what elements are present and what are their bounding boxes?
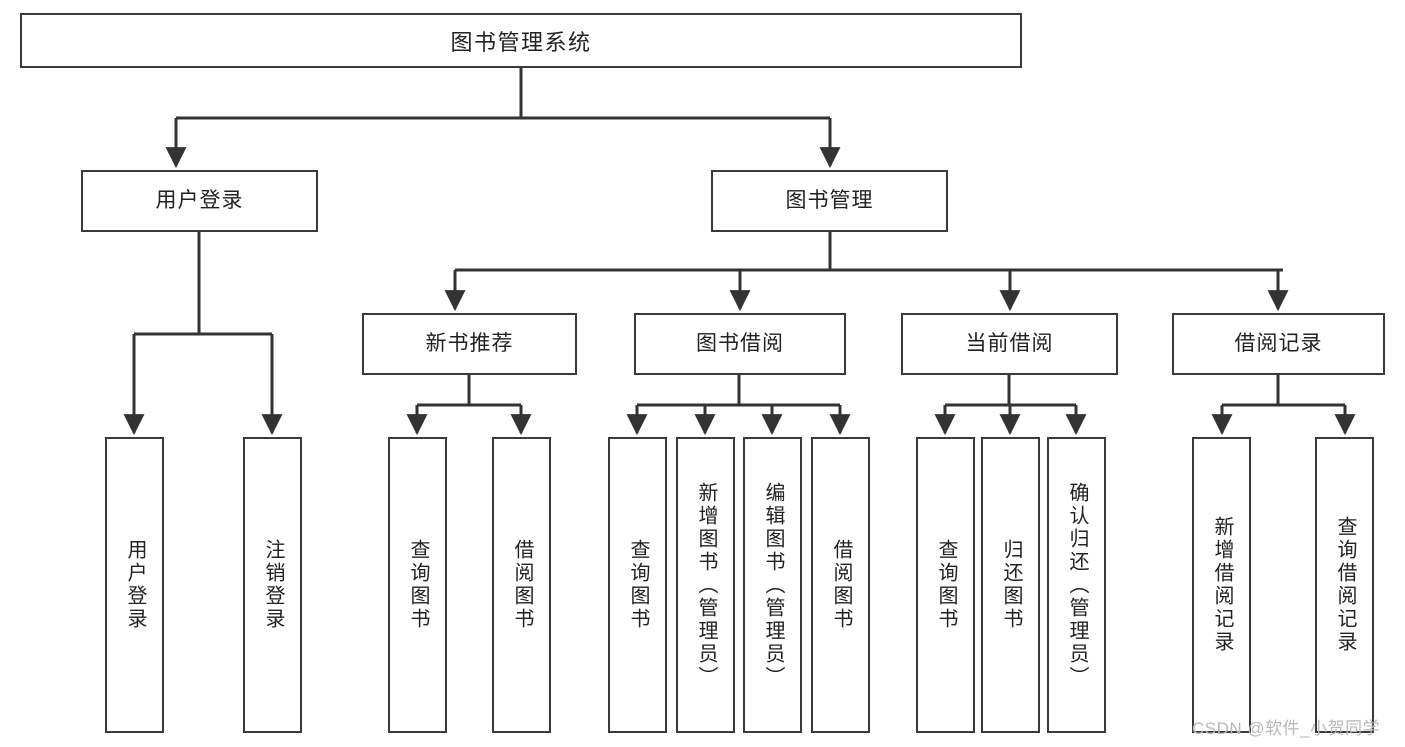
node-borrow-record[interactable]: 借阅记录	[1172, 313, 1385, 375]
node-user-login[interactable]: 用户登录	[81, 170, 318, 232]
leaf-return-book-label: 归还图书	[1000, 539, 1022, 631]
node-book-manage[interactable]: 图书管理	[711, 170, 948, 232]
leaf-query-book-1-label: 查询图书	[407, 539, 429, 631]
node-book-borrow-label: 图书借阅	[696, 332, 784, 356]
leaf-add-record[interactable]: 新增借阅记录	[1192, 437, 1251, 733]
leaf-user-login[interactable]: 用户登录	[105, 437, 164, 733]
node-borrow-record-label: 借阅记录	[1234, 332, 1323, 356]
leaf-user-login-label: 用户登录	[124, 539, 146, 631]
leaf-edit-book[interactable]: 编辑图书（管理员）	[743, 437, 802, 733]
leaf-query-record-label: 查询借阅记录	[1334, 516, 1356, 654]
leaf-query-book-2[interactable]: 查询图书	[608, 437, 667, 733]
leaf-query-book-2-label: 查询图书	[627, 539, 649, 631]
node-new-book-recommend[interactable]: 新书推荐	[362, 313, 577, 375]
leaf-query-book-3-label: 查询图书	[935, 539, 957, 631]
leaf-logout-login-label: 注销登录	[262, 539, 284, 631]
node-book-borrow[interactable]: 图书借阅	[634, 313, 846, 375]
leaf-return-book[interactable]: 归还图书	[981, 437, 1040, 733]
leaf-add-record-label: 新增借阅记录	[1211, 516, 1233, 654]
leaf-borrow-book-2-label: 借阅图书	[830, 539, 852, 631]
leaf-logout-login[interactable]: 注销登录	[243, 437, 302, 733]
node-new-book-recommend-label: 新书推荐	[425, 332, 514, 356]
node-root-label: 图书管理系统	[450, 29, 592, 55]
leaf-add-book-label: 新增图书（管理员）	[695, 481, 717, 689]
leaf-confirm-return[interactable]: 确认归还（管理员）	[1047, 437, 1106, 733]
leaf-query-record[interactable]: 查询借阅记录	[1315, 437, 1374, 733]
leaf-confirm-return-label: 确认归还（管理员）	[1066, 481, 1088, 689]
leaf-borrow-book-2[interactable]: 借阅图书	[811, 437, 870, 733]
node-root-system[interactable]: 图书管理系统	[20, 13, 1022, 68]
leaf-borrow-book-1[interactable]: 借阅图书	[492, 437, 551, 733]
node-book-manage-label: 图书管理	[785, 189, 874, 213]
leaf-query-book-1[interactable]: 查询图书	[388, 437, 447, 733]
leaf-add-book[interactable]: 新增图书（管理员）	[676, 437, 735, 733]
node-current-borrow[interactable]: 当前借阅	[901, 313, 1118, 375]
node-current-borrow-label: 当前借阅	[965, 332, 1054, 356]
node-user-login-label: 用户登录	[155, 189, 244, 213]
watermark-text: CSDN @软件_小贺同学	[1192, 719, 1381, 738]
leaf-query-book-3[interactable]: 查询图书	[916, 437, 975, 733]
leaf-edit-book-label: 编辑图书（管理员）	[762, 481, 784, 689]
leaf-borrow-book-1-label: 借阅图书	[511, 539, 533, 631]
